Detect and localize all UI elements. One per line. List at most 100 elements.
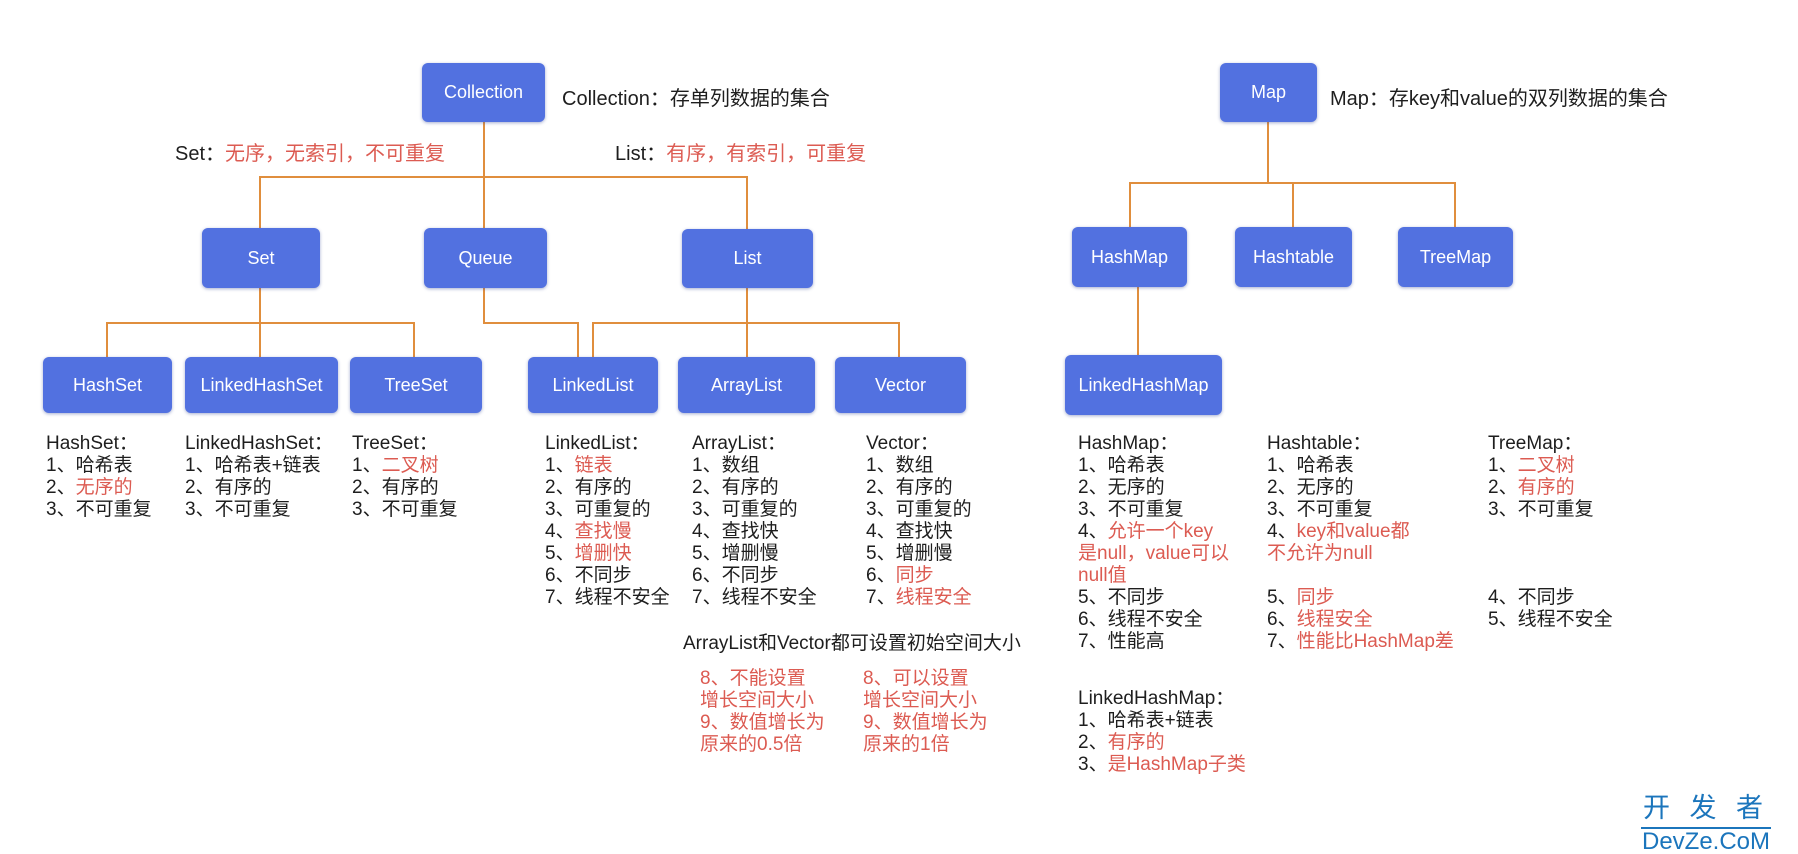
detail-line: 5、增删慢 (692, 543, 779, 564)
detail-line: 2、有序的 (1078, 732, 1165, 753)
list-note-highlight: 有序，有索引，可重复 (666, 143, 867, 165)
detail-line: 3、不可重复 (1488, 499, 1594, 520)
detail-line: 2、无序的 (1267, 477, 1354, 498)
detail-line: 6、同步 (866, 565, 934, 586)
node-label: TreeSet (384, 374, 448, 395)
connector-line (1137, 287, 1139, 355)
detail-line: 8、不能设置 (700, 668, 806, 689)
detail-line: Hashtable： (1267, 433, 1372, 454)
node-queue: Queue (424, 228, 547, 288)
detail-line: 8、可以设置 (863, 668, 969, 689)
set-note-highlight: 无序，无索引，不可重复 (225, 143, 446, 165)
node-label: Hashtable (1252, 246, 1335, 267)
connector-line (1267, 122, 1269, 182)
detail-line: 3、是HashMap子类 (1078, 754, 1246, 775)
detail-line: 5、增删快 (545, 543, 632, 564)
node-hashmap: HashMap (1072, 227, 1187, 287)
detail-line: 4、查找快 (692, 521, 779, 542)
arraylist-vector-note: ArrayList和Vector都可设置初始空间大小 (683, 633, 1021, 654)
connector-line (898, 322, 900, 357)
node-label: LinkedList (552, 374, 634, 395)
node-label: List (733, 248, 762, 268)
detail-line (1488, 521, 1613, 543)
detail-line: LinkedHashMap： (1078, 688, 1235, 709)
connector-line (259, 322, 261, 357)
detail-line: 4、查找慢 (545, 521, 632, 542)
connector-line (259, 176, 748, 178)
list-note-prefix: List： (615, 143, 667, 165)
list-note: List：有序，有索引，可重复 (615, 137, 866, 166)
detail-line: TreeMap： (1488, 433, 1583, 454)
detail-line: 原来的1倍 (863, 734, 950, 755)
detail-line: 2、有序的 (692, 477, 779, 498)
node-label: Queue (458, 247, 513, 268)
detail-line: 5、线程不安全 (1488, 609, 1613, 630)
detail-line: 6、线程安全 (1267, 609, 1373, 630)
detail-line: 4、查找快 (866, 521, 953, 542)
node-label: Set (247, 247, 275, 268)
detail-line: 4、key和value都 (1267, 521, 1410, 542)
detail-line: 2、无序的 (1078, 477, 1165, 498)
detail-line: 5、不同步 (1078, 587, 1165, 608)
detail-line: 3、不可重复 (352, 499, 458, 520)
detail-line: 3、不可重复 (185, 499, 291, 520)
node-label: Map (1250, 82, 1286, 102)
detail-line: 1、数组 (692, 455, 760, 476)
detail-line: 原来的0.5倍 (700, 734, 803, 755)
detail-line: 1、哈希表+链表 (185, 455, 321, 476)
connector-line (106, 322, 108, 357)
set-note: Set：无序，无索引，不可重复 (175, 137, 445, 166)
detail-line: TreeSet： (352, 433, 438, 454)
detail-line: 1、二叉树 (352, 455, 439, 476)
node-linkedhashset: LinkedHashSet (185, 357, 338, 413)
connector-line (259, 288, 261, 322)
watermark-site: DevZe.CoM (1641, 828, 1771, 854)
node-label: LinkedHashSet (200, 374, 323, 395)
node-label: ArrayList (710, 374, 782, 395)
detail-line: 2、有序的 (866, 477, 953, 498)
detail-line (1488, 565, 1613, 587)
connector-line (483, 176, 485, 228)
node-label: HashMap (1090, 246, 1169, 267)
detail-line: ArrayList： (692, 433, 786, 454)
detail-line: 1、二叉树 (1488, 455, 1575, 476)
node-hashset: HashSet (43, 357, 172, 413)
connector-line (577, 322, 579, 357)
connector-line (413, 322, 415, 357)
detail-line: 2、有序的 (352, 477, 439, 498)
watermark-cn: 开 发 者 (1641, 786, 1772, 829)
detail-line: 7、线程安全 (866, 587, 972, 608)
detail-line: 7、线程不安全 (545, 587, 670, 608)
node-vector: Vector (835, 357, 966, 413)
detail-line: 7、性能高 (1078, 631, 1165, 652)
detail-line: null值 (1078, 565, 1127, 586)
detail-line: Vector： (866, 433, 939, 454)
connector-line (746, 288, 748, 322)
node-label: HashSet (72, 374, 143, 395)
detail-line: 1、哈希表 (46, 455, 133, 476)
connector-line (483, 122, 485, 176)
detail-line: LinkedHashSet： (185, 433, 333, 454)
node-label: Vector (874, 374, 927, 395)
detail-line (1267, 565, 1454, 587)
detail-line: 7、性能比HashMap差 (1267, 631, 1454, 652)
watermark: 开 发 者 DevZe.CoM (1641, 786, 1772, 854)
detail-line: 4、允许一个key (1078, 521, 1214, 542)
connector-line (483, 288, 485, 322)
map-description: Map：存key和value的双列数据的集合 (1330, 88, 1668, 110)
detail-line: 是null，value可以 (1078, 543, 1229, 564)
node-map: Map (1220, 63, 1317, 122)
connector-line (483, 322, 579, 324)
node-treemap: TreeMap (1398, 227, 1513, 287)
detail-line: 3、不可重复 (1267, 499, 1373, 520)
node-label: TreeMap (1419, 246, 1492, 267)
detail-line: 增长空间大小 (700, 690, 815, 711)
